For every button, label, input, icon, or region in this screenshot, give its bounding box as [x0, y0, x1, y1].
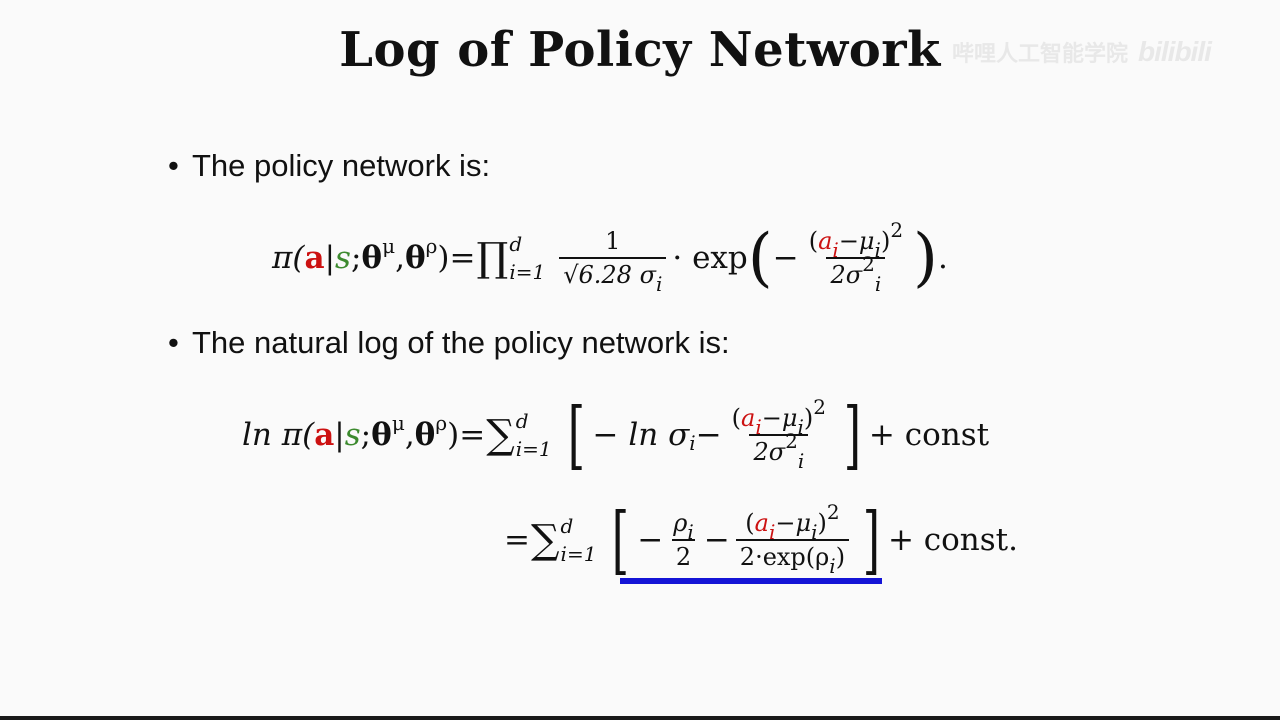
bullet-text: The natural log of the policy network is…: [192, 325, 730, 360]
bullet-dot-icon: •: [168, 325, 179, 360]
exponent-numerator: (ai−μi)2: [808, 218, 904, 262]
theta-mu: θ: [361, 240, 383, 276]
period: .: [938, 240, 948, 276]
product-limits: d i=1: [509, 234, 545, 282]
equals-sign: =: [449, 240, 476, 276]
equals-sign: =: [504, 522, 530, 558]
upper-limit: d: [509, 232, 523, 256]
exp-function: · exp: [672, 240, 748, 276]
rho-sup: ρ: [435, 411, 448, 435]
const-term: + const: [868, 417, 990, 453]
theta-rho: θ: [404, 240, 426, 276]
given-bar: |: [334, 417, 345, 453]
slide-title: Log of Policy Network: [339, 22, 941, 78]
watermark: 哔哩人工智能学院 bilibili: [952, 32, 1272, 72]
sigma-sub: i: [689, 431, 696, 455]
comma: ,: [404, 417, 415, 453]
theta-rho: θ: [414, 417, 436, 453]
upper-limit: d: [515, 409, 529, 433]
ln-sigma-term: − ln σ: [592, 417, 690, 453]
close-paren: ): [437, 240, 450, 276]
rho-sup: ρ: [425, 234, 438, 258]
mu-sup: μ: [382, 234, 396, 258]
lower-limit: i=1: [515, 437, 552, 461]
minus-sign: −: [637, 522, 664, 558]
semicolon: ;: [350, 240, 362, 276]
rho-fraction: ρi 2: [669, 509, 698, 571]
bullet-policy-network: • The policy network is:: [168, 148, 490, 184]
action-symbol: a: [314, 417, 335, 453]
sum-limits: d i=1: [516, 411, 552, 459]
exp-rho-denominator: 2·exp(ρi): [735, 539, 850, 578]
pi-symbol: π(: [272, 240, 305, 276]
fraction-numerator: 1: [605, 227, 621, 255]
bullet-natural-log: • The natural log of the policy network …: [168, 325, 730, 361]
watermark-text: 哔哩人工智能学院: [952, 41, 1129, 66]
normalizer-fraction: 1 √6.28 σi: [559, 227, 667, 296]
left-paren: (: [747, 221, 773, 295]
const-term: + const.: [887, 522, 1018, 558]
highlight-underline: [620, 578, 882, 584]
minus-sign: −: [772, 240, 799, 276]
bullet-text: The policy network is:: [192, 148, 491, 183]
minus-sign: −: [695, 417, 722, 453]
state-symbol: s: [335, 240, 351, 276]
exp-rho-fraction: (ai−μi)2 2·exp(ρi): [735, 500, 850, 578]
exponent-denominator: 2σ2i: [826, 252, 886, 296]
equals-sign: =: [459, 417, 486, 453]
log-policy-rho-equation: = ∑ d i=1 [ − ρi 2 − (ai−μi)2 2·exp(ρi) …: [504, 500, 1018, 580]
action-symbol: a: [304, 240, 325, 276]
minus-sign: −: [703, 522, 730, 558]
left-bracket: [: [612, 497, 630, 583]
comma: ,: [395, 240, 405, 276]
theta-mu: θ: [371, 417, 392, 453]
exponent-fraction: (ai−μi)2 2σ2i: [805, 218, 907, 296]
right-bracket: ]: [862, 497, 881, 583]
bullet-dot-icon: •: [168, 148, 179, 183]
right-bracket: ]: [843, 392, 862, 478]
mu-sup: μ: [391, 411, 405, 435]
right-paren: ): [913, 221, 939, 295]
quadratic-denominator: 2σ2i: [749, 429, 809, 473]
sum-symbol: ∑: [530, 517, 560, 563]
quadratic-fraction: (ai−μi)2 2σ2i: [728, 395, 830, 473]
sum-limits: d i=1: [561, 516, 597, 564]
lower-limit: i=1: [509, 260, 546, 284]
left-bracket: [: [567, 392, 585, 478]
given-bar: |: [324, 240, 336, 276]
product-symbol: ∏: [476, 235, 509, 281]
state-symbol: s: [344, 417, 361, 453]
rho-denominator: 2: [671, 539, 696, 571]
ln-pi: ln π(: [242, 417, 315, 453]
upper-limit: d: [560, 514, 574, 538]
bottom-bar: [0, 716, 1280, 720]
watermark-brand: bilibili: [1138, 36, 1212, 67]
fraction-denominator: √6.28 σi: [559, 257, 667, 296]
close-paren: ): [447, 417, 460, 453]
semicolon: ;: [360, 417, 372, 453]
sum-symbol: ∑: [486, 412, 515, 458]
lower-limit: i=1: [560, 542, 597, 566]
quadratic-numerator: (ai−μi)2: [731, 395, 826, 439]
rho-numerator: ρi: [673, 509, 694, 544]
exp-rho-numerator: (ai−μi)2: [745, 500, 840, 544]
